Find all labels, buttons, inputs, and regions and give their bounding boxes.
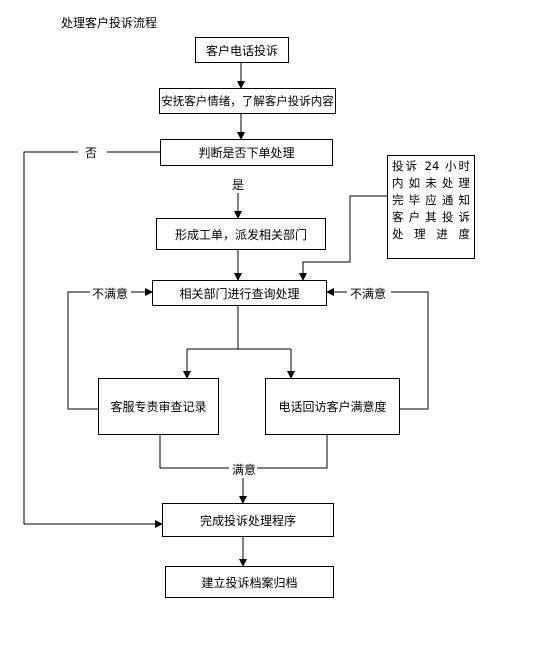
label-no: 否	[85, 144, 98, 161]
node-process: 相关部门进行查询处理	[152, 280, 327, 306]
label-satisfied: 满意	[232, 461, 257, 478]
label-unsatisfied-left: 不满意	[92, 285, 129, 302]
node-calm: 安抚客户情绪，了解客户投诉内容	[159, 88, 336, 114]
node-archive: 建立投诉档案归档	[165, 566, 334, 598]
note-line: 投诉 24 小时	[392, 159, 470, 173]
line-no-to-complete	[23, 151, 163, 528]
node-complete: 完成投诉处理程序	[162, 503, 334, 537]
line-satisfied	[159, 435, 229, 469]
node-review: 客服专责审查记录	[98, 378, 219, 435]
node-call: 客户电话投诉	[195, 37, 289, 63]
note-line: 完毕应通知	[392, 193, 470, 207]
node-ticket: 形成工单，派发相关部门	[156, 218, 326, 250]
line-note-to-process	[299, 195, 387, 281]
note-line: 内如未处理	[392, 176, 470, 190]
note-line: 客户其投诉	[392, 210, 470, 224]
note-24h: 投诉 24 小时 内如未处理 完毕应通知 客户其投诉 处理进度	[387, 155, 475, 259]
loop-right	[391, 291, 429, 410]
page-title: 处理客户投诉流程	[61, 16, 158, 30]
label-yes: 是	[232, 176, 245, 193]
loop-left	[67, 291, 98, 410]
label-unsatisfied-right: 不满意	[350, 285, 387, 302]
node-judge: 判断是否下单处理	[160, 139, 333, 166]
node-visit: 电话回访客户满意度	[265, 378, 400, 435]
note-line: 处理进度	[392, 227, 470, 241]
